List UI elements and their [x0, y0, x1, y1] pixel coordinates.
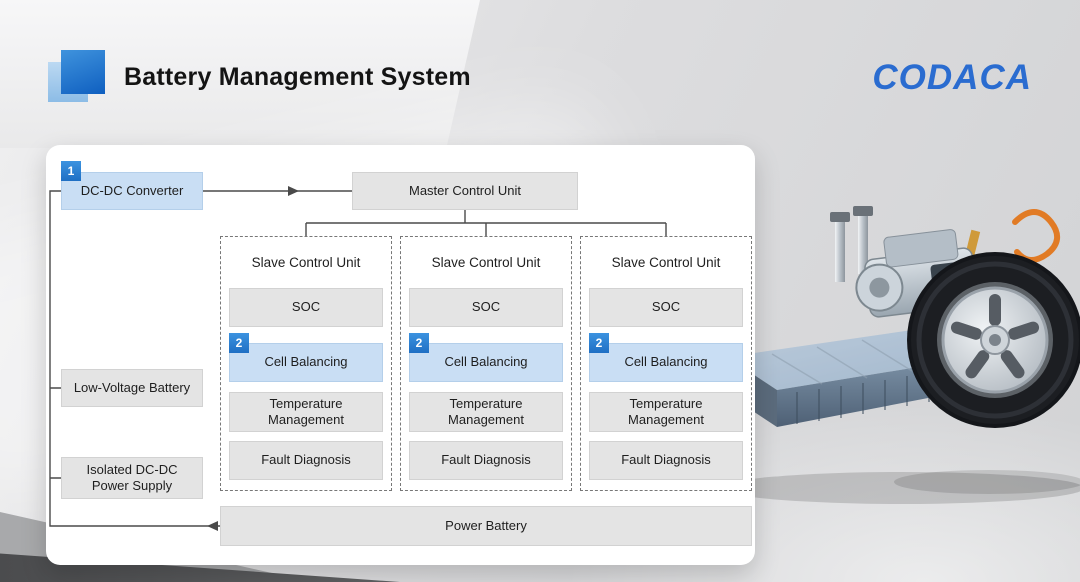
connector-lines: [49, 186, 667, 531]
fault-diagnosis-box: Fault Diagnosis: [229, 441, 383, 480]
soc-box: SOC: [229, 288, 383, 327]
wheel: [907, 252, 1080, 428]
soc-box: SOC: [589, 288, 743, 327]
ground-shadow: [720, 470, 1080, 504]
page-title: Battery Management System: [124, 63, 471, 91]
power-battery-box: Power Battery: [220, 506, 752, 546]
slave-control-unit-column-1: Slave Control Unit SOC 2 Cell Balancing …: [220, 236, 392, 491]
dcdc-converter-box: DC-DC Converter: [61, 172, 203, 210]
slave-column-title: Slave Control Unit: [611, 255, 721, 270]
title-icon: [48, 50, 108, 104]
codaca-logo: CODACA: [872, 58, 1032, 97]
bms-diagram-panel: 1 DC-DC Converter Master Control Unit Sl…: [46, 145, 755, 565]
orange-cable: [1012, 209, 1060, 263]
temperature-management-box: Temperature Management: [589, 392, 743, 432]
slave-column-title: Slave Control Unit: [251, 255, 361, 270]
arrow-right-icon: [288, 186, 299, 196]
title-icon-front-square: [61, 50, 105, 94]
vehicle-chassis-image: [720, 206, 1080, 504]
isolated-dcdc-power-supply-box: Isolated DC-DC Power Supply: [61, 457, 203, 499]
slave-control-unit-column-2: Slave Control Unit SOC 2 Cell Balancing …: [400, 236, 572, 491]
cell-balancing-box: Cell Balancing: [589, 343, 743, 382]
arrow-left-icon: [207, 521, 218, 531]
step-badge-2: 2: [409, 333, 429, 353]
fault-diagnosis-box: Fault Diagnosis: [409, 441, 563, 480]
slave-control-unit-column-3: Slave Control Unit SOC 2 Cell Balancing …: [580, 236, 752, 491]
temperature-management-box: Temperature Management: [229, 392, 383, 432]
step-badge-2: 2: [229, 333, 249, 353]
slave-column-title: Slave Control Unit: [431, 255, 541, 270]
step-badge-1: 1: [61, 161, 81, 181]
soc-box: SOC: [409, 288, 563, 327]
fault-diagnosis-box: Fault Diagnosis: [589, 441, 743, 480]
temperature-management-box: Temperature Management: [409, 392, 563, 432]
step-badge-2: 2: [589, 333, 609, 353]
cell-balancing-box: Cell Balancing: [409, 343, 563, 382]
low-voltage-battery-box: Low-Voltage Battery: [61, 369, 203, 407]
cell-balancing-box: Cell Balancing: [229, 343, 383, 382]
master-control-unit-box: Master Control Unit: [352, 172, 578, 210]
